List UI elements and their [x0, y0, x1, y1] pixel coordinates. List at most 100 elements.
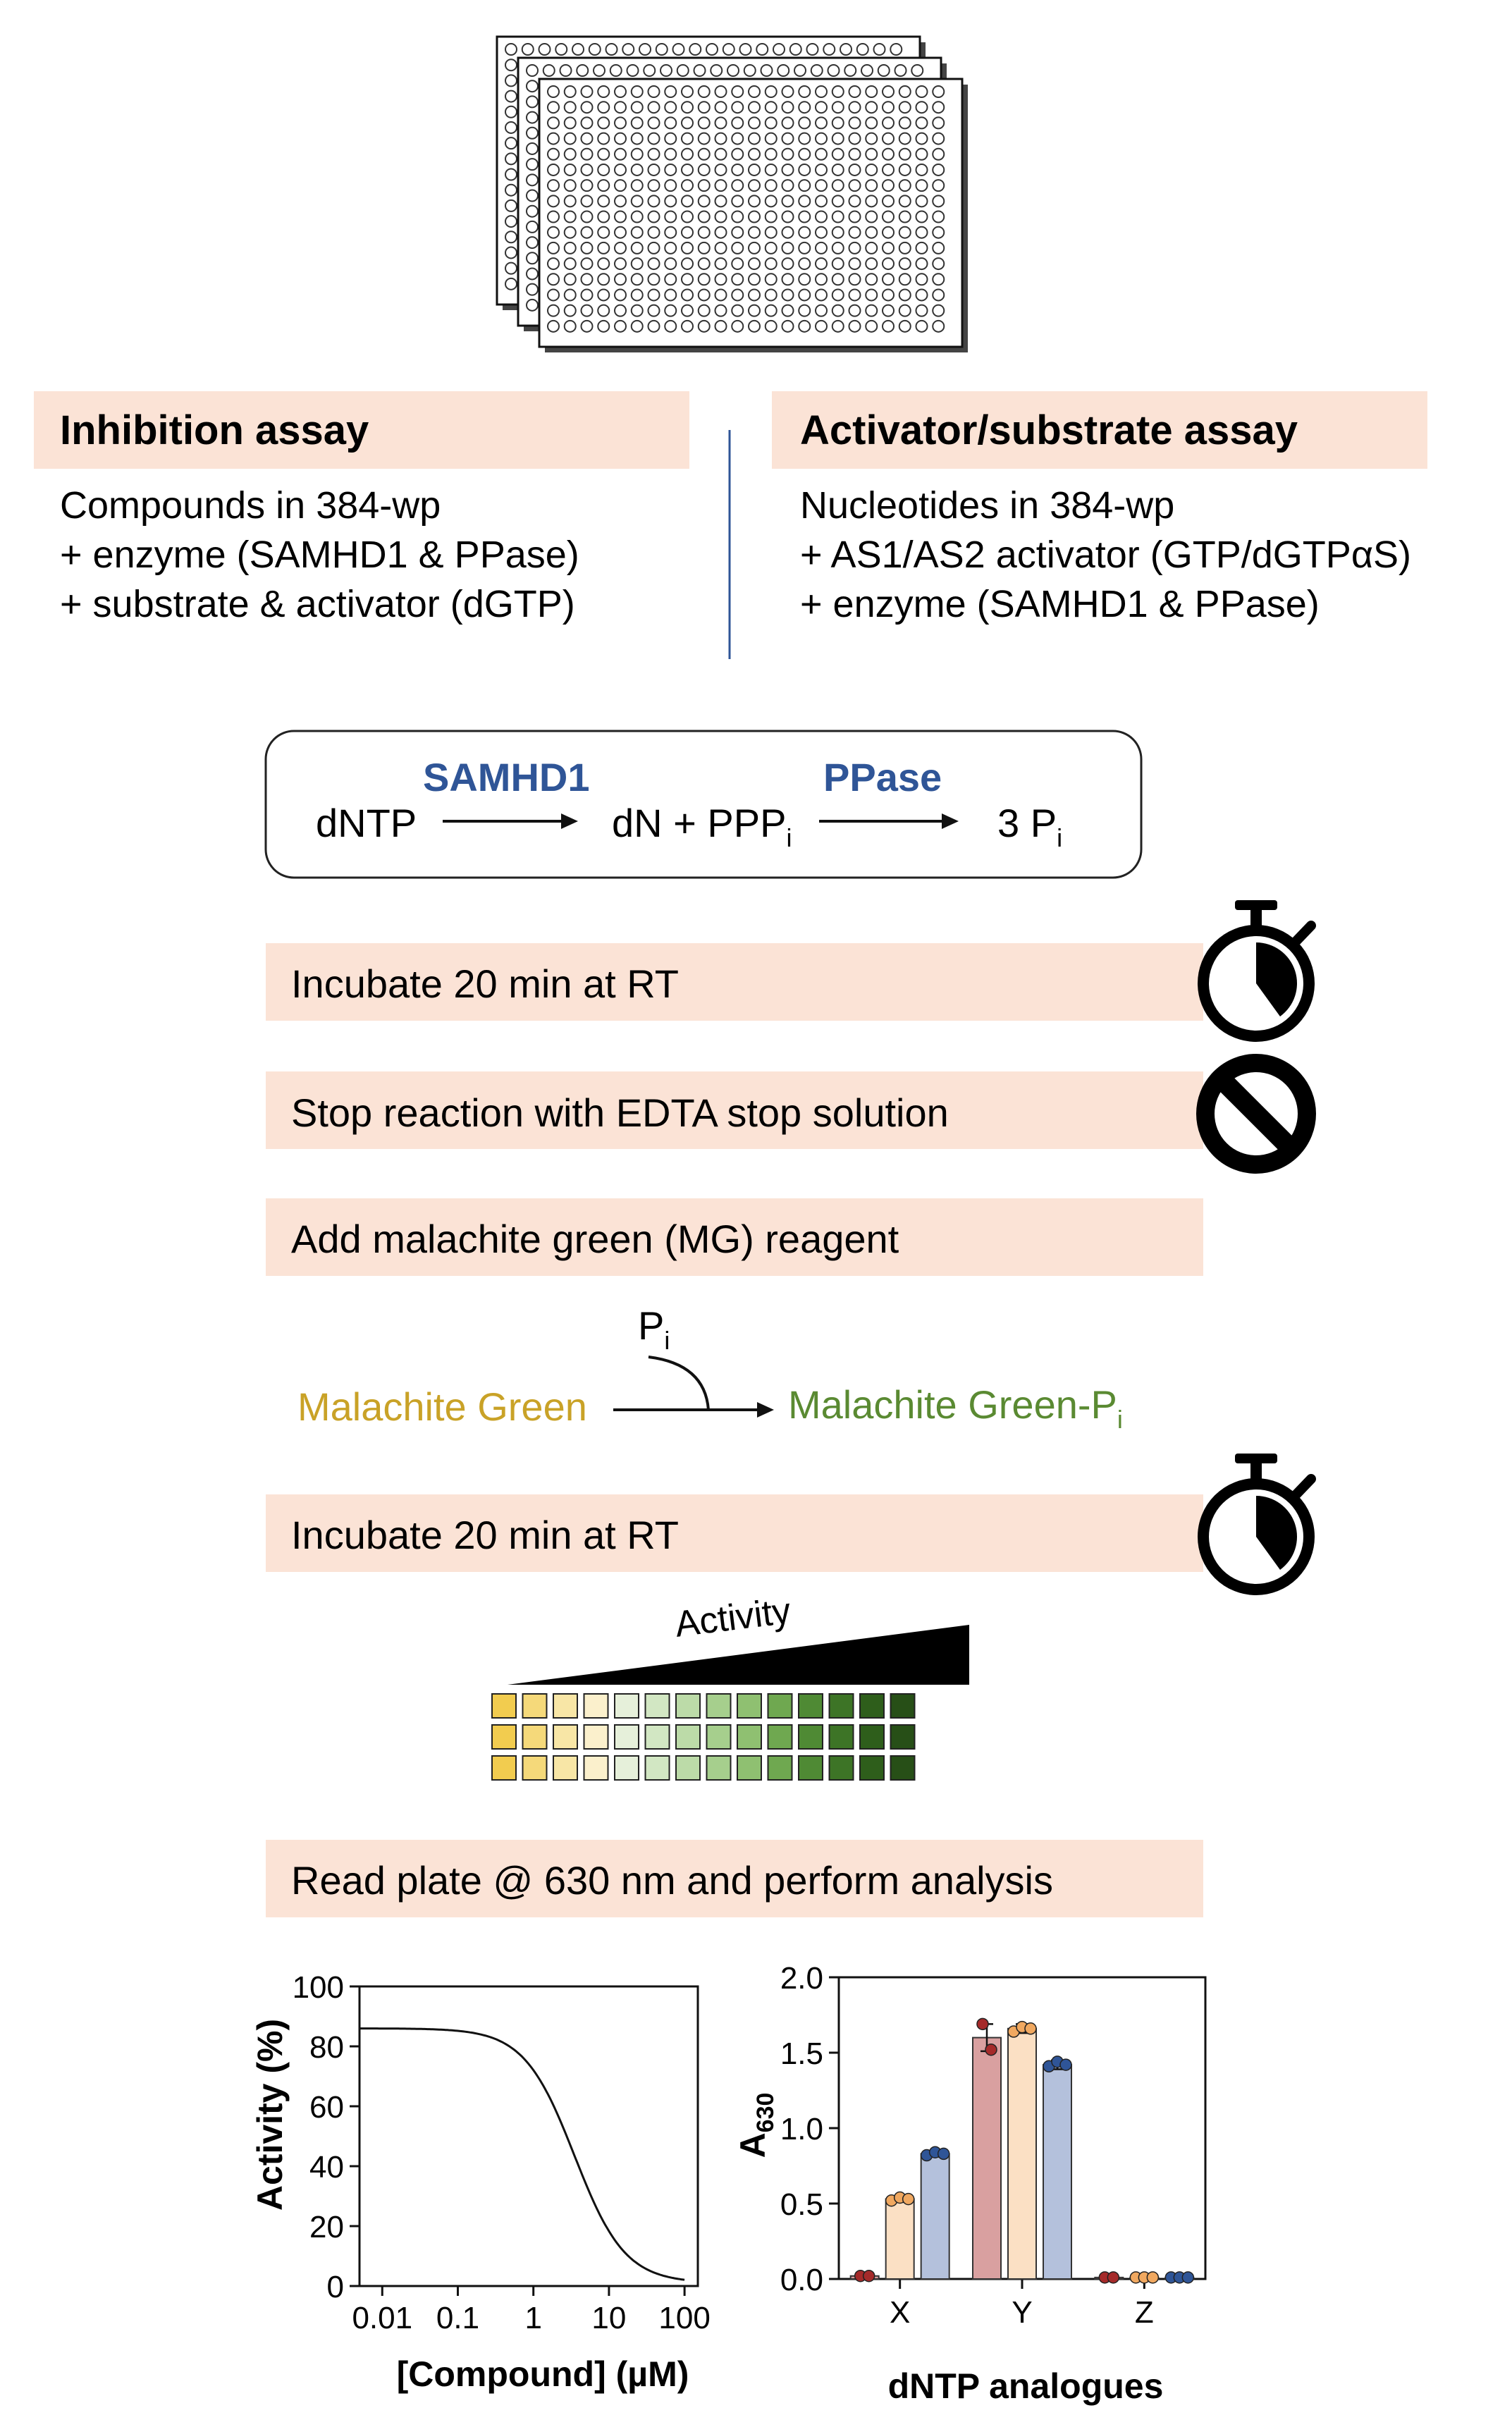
well: [597, 288, 610, 302]
well: [831, 116, 844, 130]
inhibition-line-1: Compounds in 384-wp: [60, 484, 441, 527]
well: [932, 163, 945, 176]
well: [597, 257, 610, 271]
well: [597, 195, 610, 208]
well: [861, 64, 873, 77]
well: [630, 195, 644, 208]
gradient-well: [522, 1693, 548, 1719]
well: [844, 64, 857, 77]
well: [898, 210, 911, 223]
well: [798, 257, 811, 271]
well: [672, 43, 685, 56]
well: [547, 147, 560, 161]
well: [798, 163, 811, 176]
well: [563, 147, 577, 161]
well: [526, 283, 539, 296]
prohibition-icon: [1196, 1054, 1316, 1174]
data-point: [985, 2043, 997, 2056]
bar: [885, 2198, 915, 2280]
well: [882, 226, 895, 239]
gradient-well: [798, 1693, 823, 1719]
well: [831, 273, 844, 286]
well: [748, 304, 761, 317]
well: [597, 241, 610, 254]
well: [664, 179, 677, 192]
well: [614, 226, 627, 239]
well: [848, 147, 861, 161]
well: [697, 163, 711, 176]
well: [563, 163, 577, 176]
enzyme-ppase: PPase: [823, 755, 942, 799]
well: [865, 319, 878, 333]
well: [915, 241, 928, 254]
well: [597, 273, 610, 286]
chart1-xtick-label: 1: [524, 2301, 541, 2335]
well: [882, 101, 895, 114]
well: [580, 273, 594, 286]
well: [781, 163, 794, 176]
well: [614, 304, 627, 317]
well: [898, 319, 911, 333]
well: [848, 273, 861, 286]
well: [789, 43, 802, 56]
well: [622, 43, 635, 56]
well: [781, 273, 794, 286]
well: [664, 304, 677, 317]
well: [664, 273, 677, 286]
chart2-ytick-label: 0.5: [780, 2187, 823, 2222]
well: [898, 179, 911, 192]
well: [764, 210, 777, 223]
well: [505, 231, 517, 244]
well: [831, 210, 844, 223]
well: [614, 195, 627, 208]
gradient-well: [644, 1724, 670, 1750]
gradient-well: [737, 1693, 762, 1719]
well: [831, 226, 844, 239]
activator-line-2: + AS1/AS2 activator (GTP/dGTPαS): [800, 534, 1411, 576]
well: [626, 64, 639, 77]
data-point: [1059, 2058, 1072, 2071]
chart1-ytick-label: 60: [309, 2090, 344, 2125]
step-stop: [266, 1071, 1203, 1149]
well: [547, 257, 560, 271]
well: [731, 273, 744, 286]
well: [597, 147, 610, 161]
well: [727, 64, 739, 77]
well: [597, 179, 610, 192]
well: [563, 319, 577, 333]
well: [915, 273, 928, 286]
well: [697, 226, 711, 239]
well: [547, 101, 560, 114]
well: [932, 85, 945, 98]
well: [647, 257, 660, 271]
well: [647, 179, 660, 192]
chart2-ytick-label: 1.5: [780, 2036, 823, 2071]
well: [563, 195, 577, 208]
well: [572, 43, 584, 56]
well: [526, 236, 539, 250]
gradient-well: [767, 1693, 793, 1719]
well: [848, 226, 861, 239]
gradient-well: [859, 1724, 885, 1750]
reaction-box: [264, 730, 1143, 879]
well: [630, 116, 644, 130]
well: [588, 43, 601, 56]
well-plate-icon: [496, 35, 968, 352]
well: [731, 85, 744, 98]
gradient-well: [491, 1724, 517, 1750]
gradient-well: [644, 1693, 670, 1719]
gradient-well: [522, 1755, 548, 1781]
well: [798, 241, 811, 254]
gradient-well: [737, 1755, 762, 1781]
well: [748, 101, 761, 114]
well: [748, 132, 761, 145]
well: [865, 85, 878, 98]
well: [647, 101, 660, 114]
reaction-arrowhead-2: [942, 813, 959, 829]
well: [815, 147, 828, 161]
well: [882, 319, 895, 333]
well: [597, 101, 610, 114]
well: [898, 101, 911, 114]
well: [882, 241, 895, 254]
well: [580, 288, 594, 302]
